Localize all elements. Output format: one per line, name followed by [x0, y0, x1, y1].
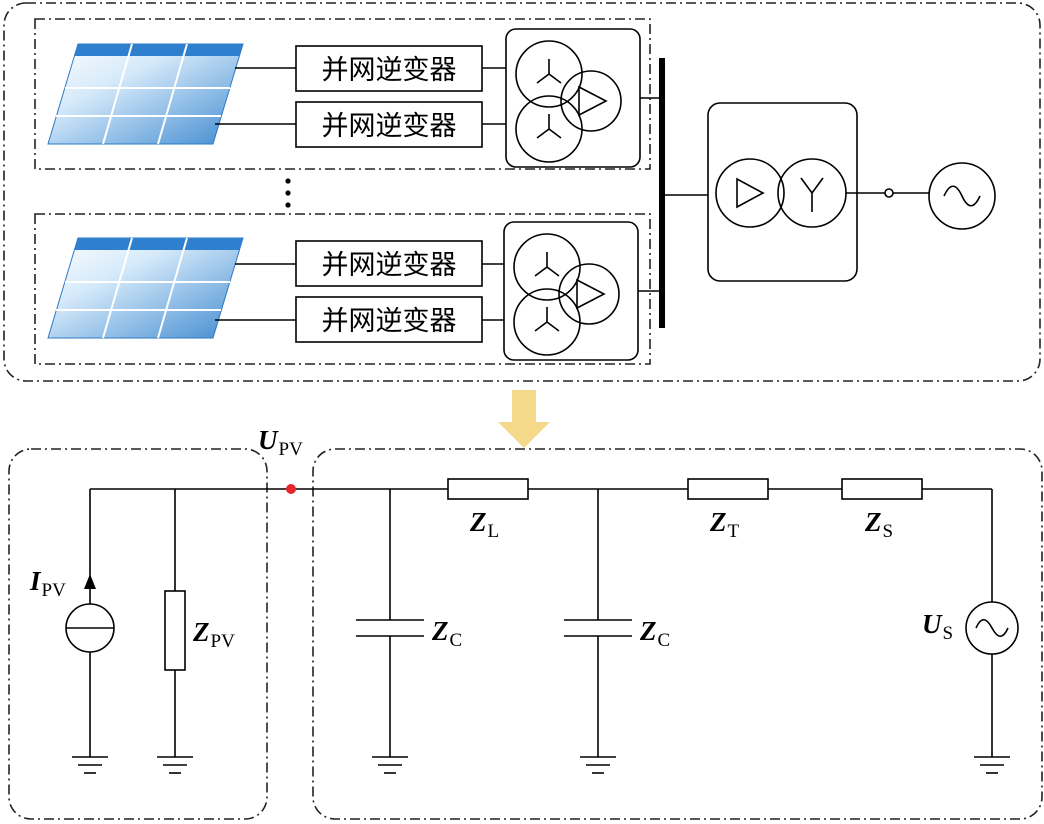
inverter-label: 并网逆变器 [322, 306, 457, 337]
pv-equivalent-frame [8, 448, 268, 820]
three-winding-transformer-icon [503, 221, 639, 361]
grid-source-icon [928, 162, 996, 230]
label-zl: ZL [469, 507, 499, 542]
three-winding-transformer-icon [505, 28, 641, 168]
capacitor-icon [356, 619, 424, 637]
ground-icon [579, 756, 617, 774]
current-arrow-icon [84, 574, 96, 589]
pv-unit-frame-1 [34, 18, 651, 170]
label-zt: ZT [709, 507, 740, 542]
label-zs: ZS [864, 507, 893, 542]
ellipsis-dot [285, 190, 291, 196]
voltage-source-icon [965, 601, 1019, 655]
pcc-node [286, 484, 296, 494]
inverter-label: 并网逆变器 [322, 250, 457, 281]
ground-icon [71, 756, 109, 774]
inverter-box [295, 296, 483, 343]
current-source-icon [65, 603, 115, 653]
label-upv: UPV [258, 425, 303, 460]
label-zpv: ZPV [192, 617, 235, 652]
busbar [659, 58, 665, 328]
inverter-box [295, 101, 483, 148]
ellipsis-dot [285, 202, 291, 208]
label-ipv: IPV [29, 566, 66, 601]
plant-frame [3, 2, 1041, 382]
grid-equivalent-frame [312, 448, 1043, 820]
inverter-label: 并网逆变器 [322, 111, 457, 142]
impedance-zl [447, 478, 529, 500]
label-zc-1: ZC [431, 616, 462, 651]
impedance-zt [687, 478, 769, 500]
pv-unit-frame-2 [34, 213, 651, 365]
ground-icon [371, 756, 409, 774]
capacitor-icon [564, 619, 632, 637]
impedance-zpv [164, 590, 186, 671]
label-us: US [922, 609, 953, 644]
ground-icon [973, 756, 1011, 774]
pv-panel-icon [47, 43, 244, 145]
step-up-transformer-icon [707, 102, 858, 282]
inverter-box [295, 45, 483, 92]
down-arrow-icon [498, 390, 550, 448]
ellipsis-dot [285, 178, 291, 184]
impedance-zs [841, 478, 923, 500]
ground-icon [156, 756, 194, 774]
node-terminal [884, 188, 894, 198]
label-zc-2: ZC [639, 616, 670, 651]
inverter-label: 并网逆变器 [322, 55, 457, 86]
pv-panel-icon [47, 237, 244, 339]
